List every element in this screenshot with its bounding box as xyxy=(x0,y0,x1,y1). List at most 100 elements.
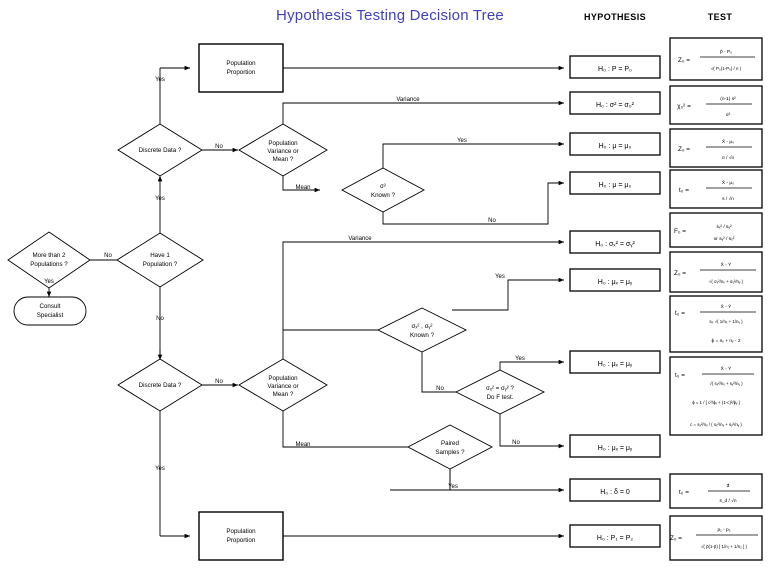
node-label: Mean ? xyxy=(273,156,294,163)
node-label: Population xyxy=(226,60,256,67)
node-sigmas-known[interactable]: σₓ² , σᵧ² Known ? xyxy=(376,307,468,353)
hypothesis-text: H₀ : μₓ = μᵧ xyxy=(598,445,633,452)
hypothesis-box[interactable]: H₀ : μ = μ₀ xyxy=(569,171,661,195)
hypothesis-text: H₀ : P = P₀ xyxy=(598,66,632,73)
test-extra2: c = sₓ²/nₓ / ( sₓ²/nₓ + sᵧ²/nᵧ ) xyxy=(690,422,742,427)
column-header-test: TEST xyxy=(707,12,733,22)
test-denominator: sₚ √( 1/nₓ + 1/nᵧ ) xyxy=(709,319,743,324)
hypothesis-box[interactable]: H₀ : μₓ = μᵧ xyxy=(569,434,661,458)
test-box[interactable]: Z₀ = X̄ - Ȳ √( σₓ²/nₓ + σᵧ²/nᵧ ) xyxy=(669,251,763,293)
node-variance-or-mean-bottom[interactable]: Population Variance or Mean ? xyxy=(238,358,328,412)
node-label: Discrete Data ? xyxy=(139,382,182,389)
node-variance-or-mean-top[interactable]: Population Variance or Mean ? xyxy=(238,123,328,177)
edge-label-yes: Yes xyxy=(155,196,165,202)
edge-label-variance: Variance xyxy=(396,97,420,103)
test-box[interactable]: Z₀ = X̄ - μ₀ σ / √n xyxy=(669,128,763,168)
hypothesis-text: H₀ : P₁ = P₂ xyxy=(597,535,633,542)
hypothesis-box[interactable]: H₀ : μₓ = μᵧ xyxy=(569,350,661,374)
test-statistic: t₀ = xyxy=(675,310,685,317)
test-denominator: σ / √n xyxy=(722,155,735,161)
edge-label-no: No xyxy=(215,379,223,385)
test-numerator: X̄ - Ȳ xyxy=(721,261,732,268)
test-numerator: X̄ - Ȳ xyxy=(721,365,732,372)
node-label: Have 1 xyxy=(150,252,170,259)
node-label: Consult xyxy=(40,303,61,310)
edge-label-yes: Yes xyxy=(448,484,458,490)
test-box[interactable]: t₀ = d̄ s_d / √n xyxy=(669,473,763,509)
test-box[interactable]: Z₀ = p̂ - P₀ √( P₀(1-P₀) / n ) xyxy=(669,37,763,81)
test-numerator: sₓ² / sᵧ² xyxy=(716,224,732,230)
test-box[interactable]: Z₀ = p₁ - p₂ √( p̄(1-p̄) [ 1/n₁ + 1/n₂ ]… xyxy=(669,515,763,561)
edge-label-yes: Yes xyxy=(155,466,165,472)
test-statistic: t₀ = xyxy=(679,489,689,496)
node-label: Population ? xyxy=(143,261,178,268)
test-statistic: Z₀ = xyxy=(674,270,686,277)
test-denominator: √( sₓ²/nₓ + sᵧ²/nᵧ ) xyxy=(709,381,743,386)
test-extra: ϕ = 1 / [ c²/ϕₓ + (1-c)²/ϕᵧ ] xyxy=(692,400,740,405)
edge-label-no: No xyxy=(104,253,112,259)
node-label: Proportion xyxy=(227,69,256,76)
node-discrete-data-top[interactable]: Discrete Data ? xyxy=(117,123,203,177)
node-label: Known ? xyxy=(371,192,396,199)
hypothesis-box[interactable]: H₀ : σₓ² = σᵧ² xyxy=(569,230,661,254)
test-statistic: t₀ = xyxy=(679,187,689,194)
node-label: Mean ? xyxy=(273,391,294,398)
hypothesis-text: H₀ : δ = 0 xyxy=(600,489,630,496)
node-consult-specialist[interactable]: Consult Specialist xyxy=(13,296,87,326)
test-numerator: d̄ xyxy=(727,483,730,489)
test-numerator: (n-1) s² xyxy=(720,96,736,102)
column-header-hypothesis: HYPOTHESIS xyxy=(583,12,646,22)
test-numerator: X̄ - Ȳ xyxy=(721,303,732,310)
node-discrete-data-bottom[interactable]: Discrete Data ? xyxy=(117,358,203,412)
test-box[interactable]: t₀ = X̄ - Ȳ √( sₓ²/nₓ + sᵧ²/nᵧ ) ϕ = 1 /… xyxy=(669,356,763,436)
node-label: Population xyxy=(268,140,298,147)
node-label: Discrete Data ? xyxy=(139,147,182,154)
edge-label-no: No xyxy=(156,316,164,322)
edge-label-no: No xyxy=(512,440,520,446)
test-statistic: Z₀ = xyxy=(670,535,682,542)
node-more-than-2-populations[interactable]: More than 2 Populations ? xyxy=(7,231,91,289)
node-label: Populations ? xyxy=(30,261,68,268)
node-label: Paired xyxy=(441,440,459,447)
test-box[interactable]: t₀ = X̄ - μ₀ s / √n xyxy=(669,169,763,209)
node-label: More than 2 xyxy=(32,252,66,259)
hypothesis-box[interactable]: H₀ : δ = 0 xyxy=(569,478,661,502)
hypothesis-text: H₀ : μ = μ₀ xyxy=(599,182,632,189)
test-box[interactable]: F₀ = sₓ² / sᵧ² or sᵧ² / sₓ² xyxy=(669,212,763,248)
node-population-proportion-bottom[interactable]: Population Proportion xyxy=(198,511,284,561)
edge-label-variance: Variance xyxy=(348,236,372,242)
edge-label-mean: Mean xyxy=(295,442,310,448)
node-population-proportion-top[interactable]: Population Proportion xyxy=(198,43,284,93)
edge-label-no: No xyxy=(488,218,496,224)
test-denominator: σ² xyxy=(726,112,731,118)
node-paired-samples[interactable]: Paired Samples ? xyxy=(407,424,493,470)
test-numerator: p̂ - P₀ xyxy=(720,49,732,55)
node-have-1-population[interactable]: Have 1 Population ? xyxy=(116,232,204,288)
node-label: σ² xyxy=(380,183,386,190)
test-box[interactable]: t₀ = X̄ - Ȳ sₚ √( 1/nₓ + 1/nᵧ ) ϕ = nₓ +… xyxy=(669,295,763,353)
test-denominator: √( P₀(1-P₀) / n ) xyxy=(711,66,742,71)
node-f-test[interactable]: σₓ² = σᵧ² ? Do F test. xyxy=(454,369,546,415)
hypothesis-text: H₀ : μₓ = μᵧ xyxy=(598,361,633,368)
hypothesis-box[interactable]: H₀ : P = P₀ xyxy=(569,55,661,79)
test-statistic: t₀ = xyxy=(675,372,685,379)
test-box[interactable]: χ₀² = (n-1) s² σ² xyxy=(669,85,763,125)
hypothesis-text: H₀ : σₓ² = σᵧ² xyxy=(595,241,635,248)
node-label: σₓ² , σᵧ² xyxy=(412,323,433,330)
node-sigma-squared-known[interactable]: σ² Known ? xyxy=(341,167,425,213)
node-label: Variance or xyxy=(267,383,298,390)
node-label: Known ? xyxy=(410,332,435,339)
hypothesis-box[interactable]: H₀ : σ² = σ₀² xyxy=(569,91,661,115)
test-statistic: F₀ = xyxy=(674,228,686,235)
test-denominator: s / √n xyxy=(722,196,734,202)
node-label: Proportion xyxy=(227,537,256,544)
edge-label-yes: Yes xyxy=(155,77,165,83)
hypothesis-box[interactable]: H₀ : P₁ = P₂ xyxy=(569,524,661,548)
hypothesis-box[interactable]: H₀ : μₓ = μᵧ xyxy=(569,268,661,292)
hypothesis-text: H₀ : μ = μ₀ xyxy=(599,143,632,150)
test-denominator: or sᵧ² / sₓ² xyxy=(714,236,735,242)
hypothesis-text: H₀ : μₓ = μᵧ xyxy=(598,279,633,286)
hypothesis-box[interactable]: H₀ : μ = μ₀ xyxy=(569,132,661,156)
page-title: Hypothesis Testing Decision Tree xyxy=(276,7,504,24)
node-label: Samples ? xyxy=(435,449,465,456)
